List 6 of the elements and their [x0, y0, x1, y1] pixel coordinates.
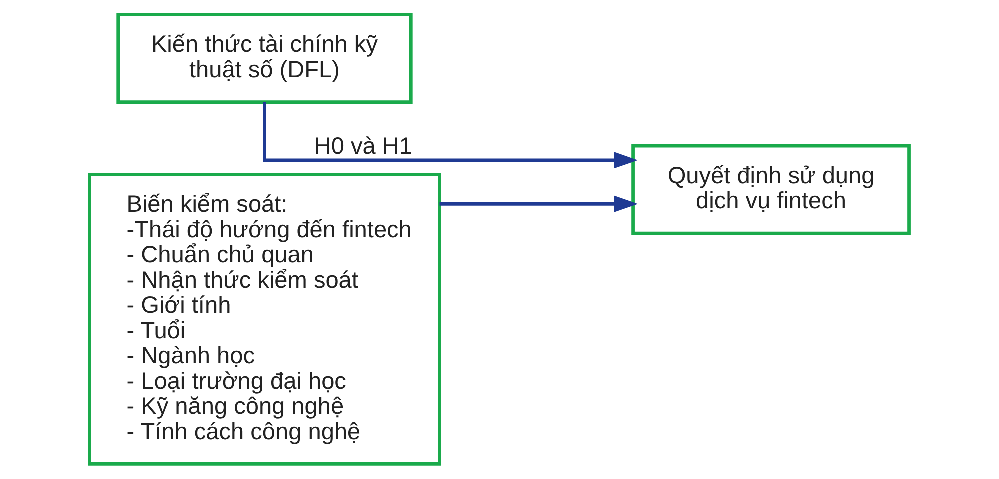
edge-label: H0 và H1: [314, 133, 412, 160]
arrow: [263, 102, 638, 169]
node-box: Biến kiểm soát: -Thái độ hướng đến fintech - Chuẩn chủ quan - Nhận thức kiểm soát - Giới tính - Tuổi - Ngành học - Loại trường đại học - Kỹ năng công nghệ - Tính cách công nghệ: [88, 173, 442, 466]
node-box: Quyết định sử dụng dịch vụ fintech: [632, 144, 911, 236]
node-box: Kiến thức tài chính kỹ thuật số (DFL): [116, 13, 413, 104]
arrow: [440, 196, 638, 212]
